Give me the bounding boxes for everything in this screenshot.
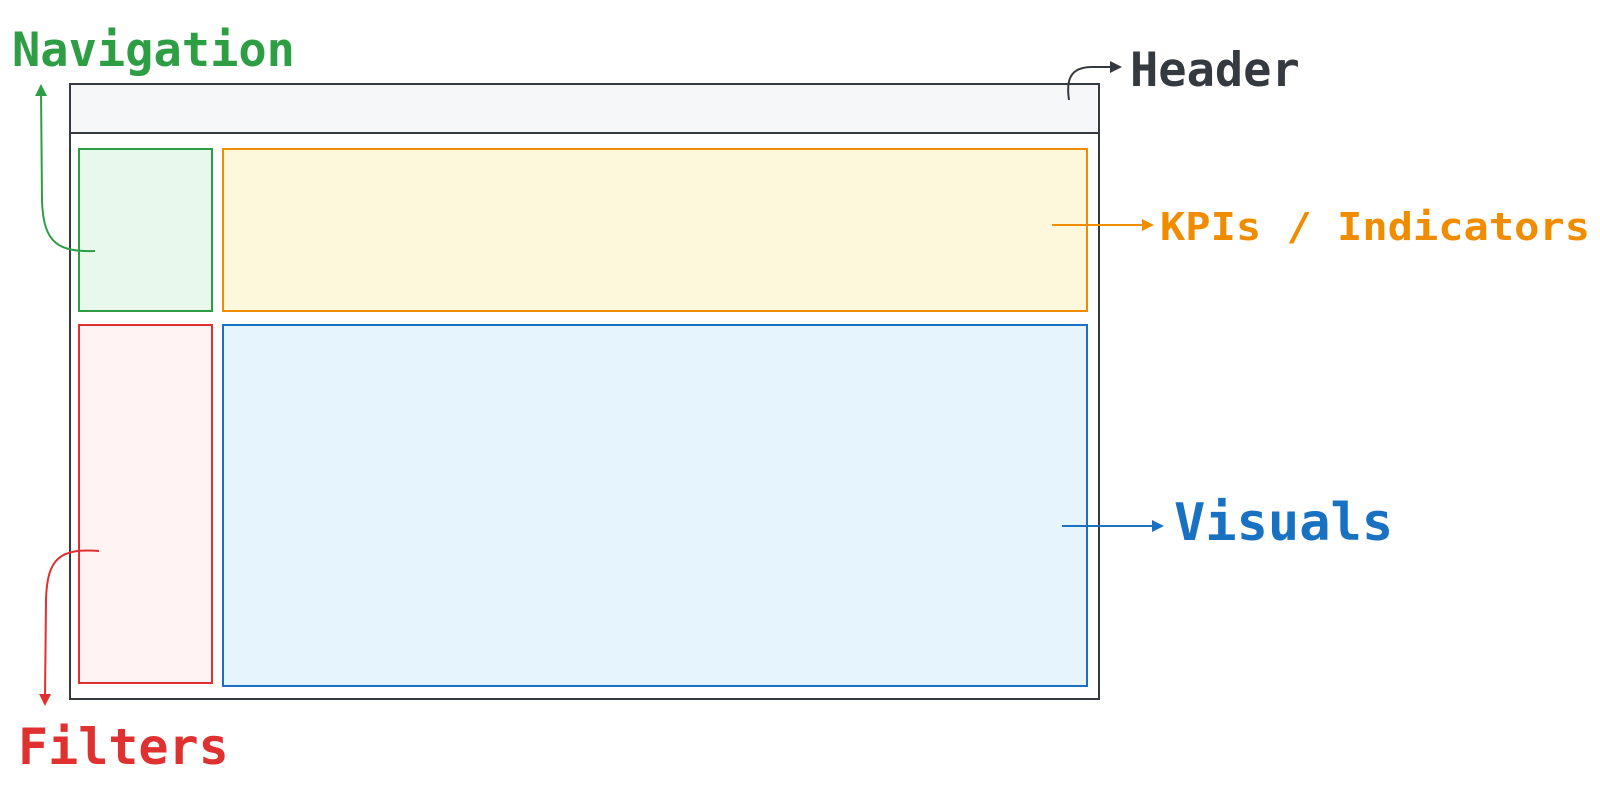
header-region [69,83,1100,134]
navigation-region [78,148,213,312]
kpis-label: KPIs / Indicators [1160,205,1590,249]
visuals-label: Visuals [1174,493,1393,553]
navigation-arrow [35,84,96,253]
kpis-region [222,148,1088,312]
filters-label: Filters [18,718,229,776]
filters-arrow [39,549,100,706]
filters-region [78,324,213,684]
header-arrow [1067,61,1122,101]
navigation-label: Navigation [12,23,295,78]
header-label: Header [1130,43,1300,98]
visuals-region [222,324,1088,687]
